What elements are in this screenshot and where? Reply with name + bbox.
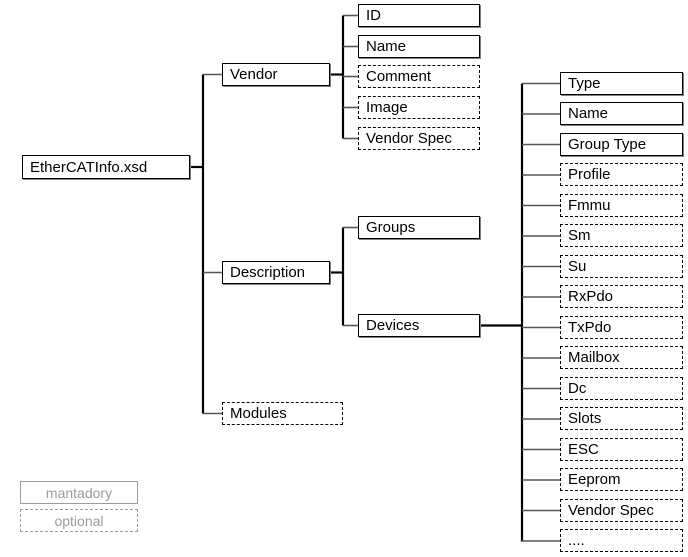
node-label: Eeprom bbox=[568, 471, 621, 488]
node-vendor-image[interactable]: Image bbox=[358, 96, 480, 119]
node-vendor-vendor-spec[interactable]: Vendor Spec bbox=[358, 127, 480, 150]
node-label: TxPdo bbox=[568, 319, 612, 336]
node-device-sm[interactable]: Sm bbox=[560, 224, 683, 247]
node-device-txpdo[interactable]: TxPdo bbox=[560, 316, 683, 339]
node-label: Description bbox=[230, 264, 306, 281]
node-label: ESC bbox=[568, 441, 599, 458]
node-device-type[interactable]: Type bbox=[560, 72, 683, 95]
node-device-slots[interactable]: Slots bbox=[560, 407, 683, 430]
node-label: Vendor bbox=[230, 66, 278, 83]
legend-optional: optional bbox=[20, 509, 138, 532]
node-label: Profile bbox=[568, 166, 611, 183]
node-label: Devices bbox=[366, 317, 420, 334]
node-ethercatinfo-xsd[interactable]: EtherCATInfo.xsd bbox=[22, 155, 190, 179]
node-devices[interactable]: Devices bbox=[358, 314, 480, 337]
node-label: Comment bbox=[366, 68, 432, 85]
node-label: Mailbox bbox=[568, 349, 620, 366]
node-vendor-id[interactable]: ID bbox=[358, 4, 480, 27]
node-label: Dc bbox=[568, 380, 587, 397]
legend-mandatory: mantadory bbox=[20, 481, 138, 504]
node-device-more[interactable]: .... bbox=[560, 529, 683, 552]
node-groups[interactable]: Groups bbox=[358, 216, 480, 239]
node-label: Modules bbox=[230, 405, 287, 422]
node-label: Su bbox=[568, 258, 587, 275]
node-device-vendor-spec[interactable]: Vendor Spec bbox=[560, 499, 683, 522]
node-device-su[interactable]: Su bbox=[560, 255, 683, 278]
node-label: Vendor Spec bbox=[568, 502, 654, 519]
node-label: Name bbox=[366, 38, 407, 55]
node-vendor[interactable]: Vendor bbox=[222, 63, 330, 86]
node-device-profile[interactable]: Profile bbox=[560, 163, 683, 186]
node-label: Slots bbox=[568, 410, 602, 427]
node-device-group-type[interactable]: Group Type bbox=[560, 133, 683, 156]
node-label: EtherCATInfo.xsd bbox=[30, 158, 148, 176]
node-device-eeprom[interactable]: Eeprom bbox=[560, 468, 683, 491]
node-device-esc[interactable]: ESC bbox=[560, 438, 683, 461]
node-label: .... bbox=[568, 532, 585, 549]
node-modules[interactable]: Modules bbox=[222, 402, 343, 425]
legend-label: mantadory bbox=[45, 484, 113, 501]
node-label: Fmmu bbox=[568, 197, 611, 214]
node-label: Sm bbox=[568, 227, 591, 244]
node-vendor-comment[interactable]: Comment bbox=[358, 65, 480, 88]
node-device-fmmu[interactable]: Fmmu bbox=[560, 194, 683, 217]
node-device-name[interactable]: Name bbox=[560, 102, 683, 125]
node-device-dc[interactable]: Dc bbox=[560, 377, 683, 400]
node-label: RxPdo bbox=[568, 288, 614, 305]
node-label: Groups bbox=[366, 219, 416, 236]
node-label: Group Type bbox=[568, 136, 647, 153]
node-label: Type bbox=[568, 75, 601, 92]
node-label: Image bbox=[366, 99, 408, 116]
node-label: Name bbox=[568, 105, 609, 122]
node-label: ID bbox=[366, 7, 381, 24]
node-device-rxpdo[interactable]: RxPdo bbox=[560, 285, 683, 308]
node-vendor-name[interactable]: Name bbox=[358, 35, 480, 58]
node-description[interactable]: Description bbox=[222, 261, 330, 284]
node-device-mailbox[interactable]: Mailbox bbox=[560, 346, 683, 369]
legend-label: optional bbox=[54, 512, 104, 529]
node-label: Vendor Spec bbox=[366, 130, 452, 147]
